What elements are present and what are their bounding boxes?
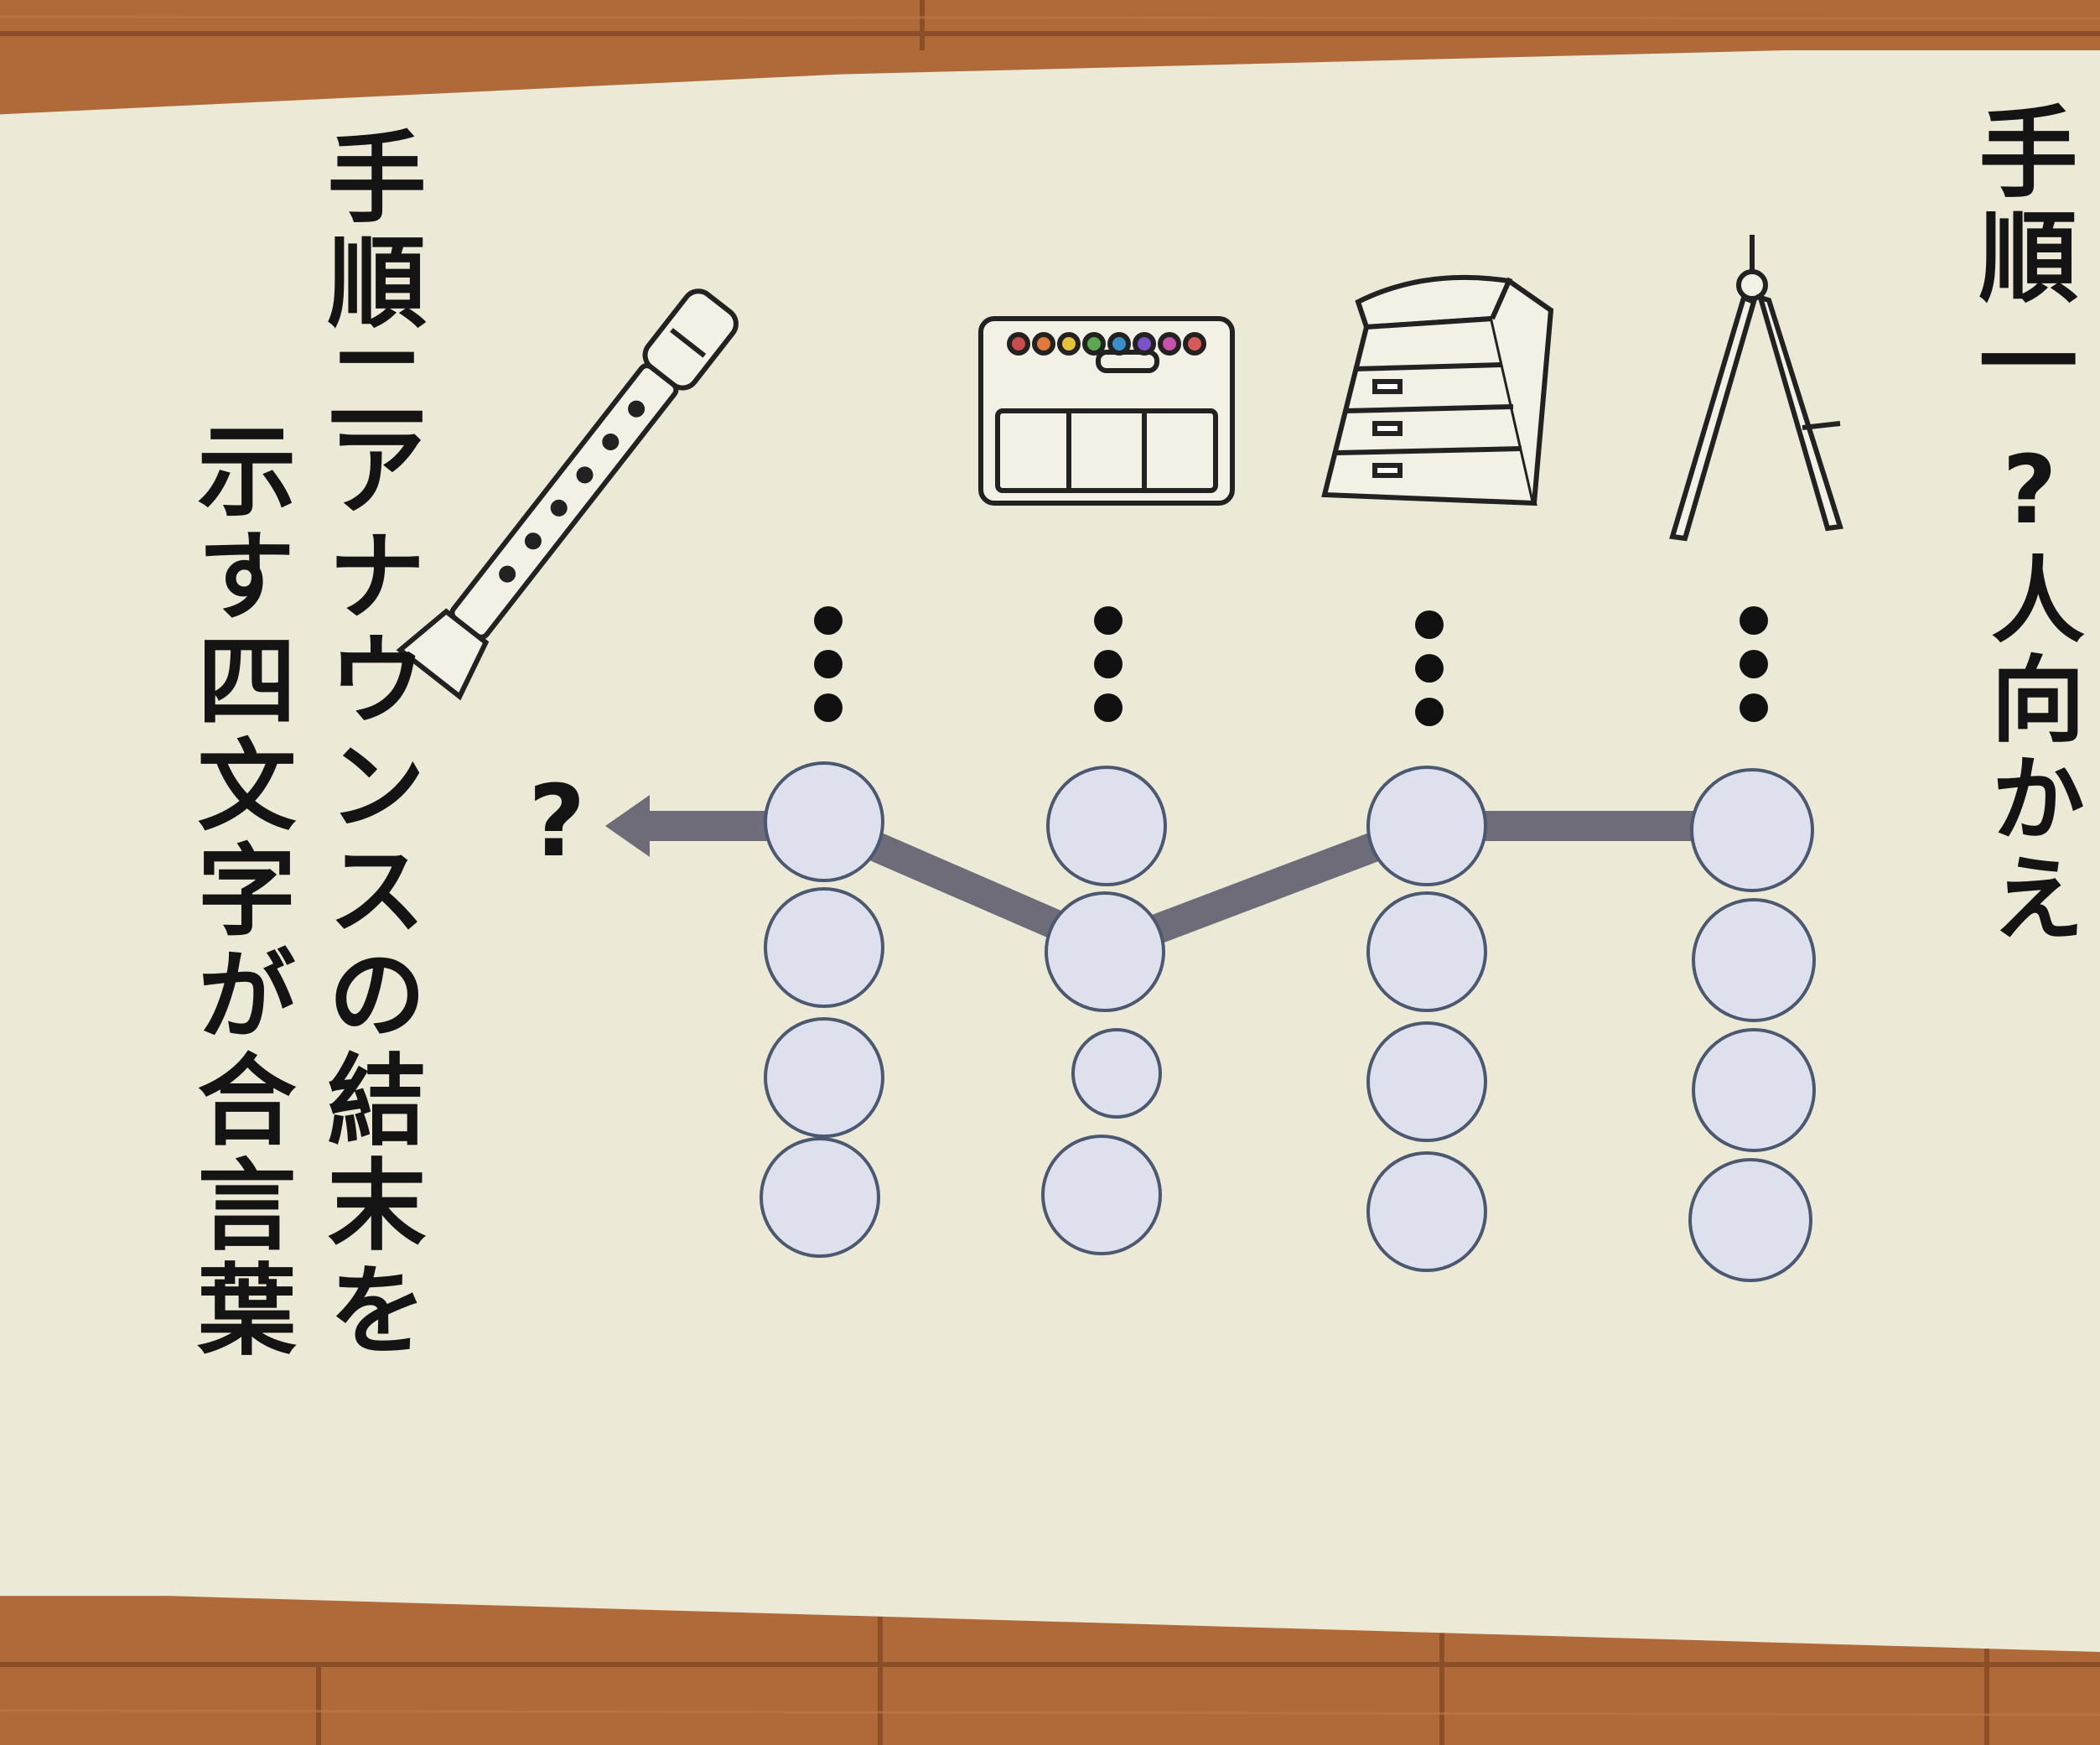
step2-title: 手順二 <box>310 126 426 441</box>
compass-icon <box>1669 235 1843 542</box>
vaulting-box-icon <box>1321 274 1554 506</box>
step1-title: 手順一 <box>1962 101 2077 416</box>
paint-palette-icon <box>978 316 1235 506</box>
arrow-target-question-mark: ? <box>528 763 586 879</box>
step2-instruction-line1: アナウンスの結末を <box>310 419 426 1363</box>
step2-instruction-line2: 示す四文字が合言葉 <box>180 419 296 1363</box>
step1-instruction: ?人向かえ <box>1975 436 2084 949</box>
answer-circles <box>760 761 1816 1282</box>
recorder-icon <box>396 288 739 701</box>
arrow-head <box>605 795 650 857</box>
ellipsis-dots <box>814 606 1768 726</box>
